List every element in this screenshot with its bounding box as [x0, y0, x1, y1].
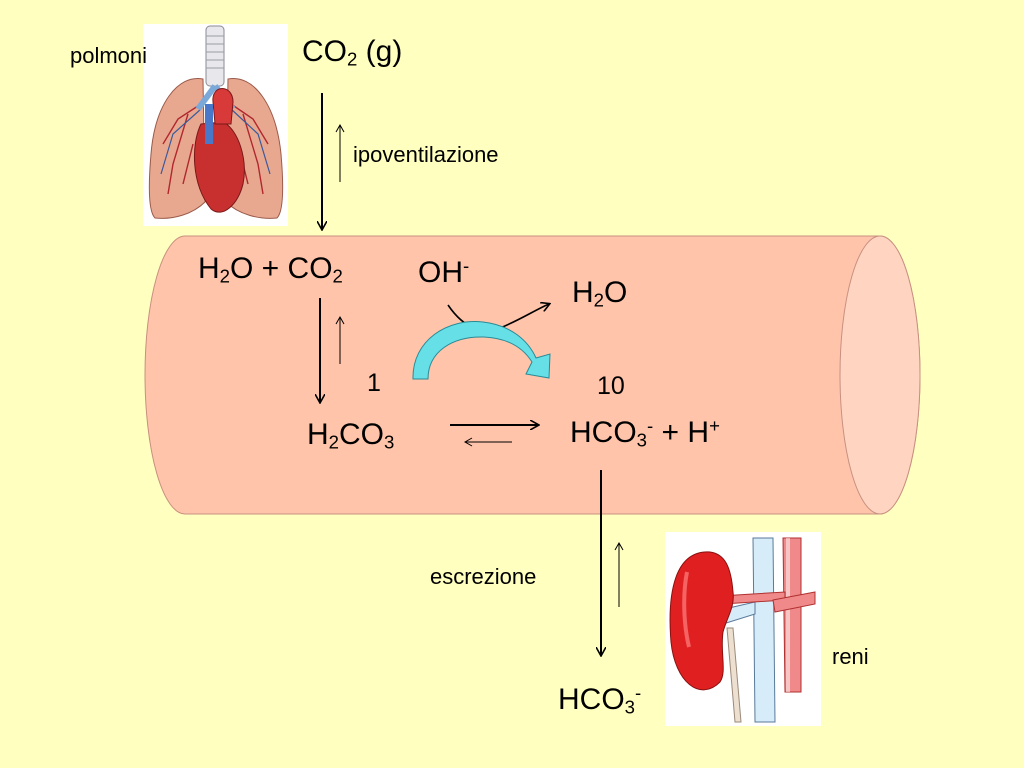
- ratio-left: 1: [367, 369, 381, 397]
- products-label: HCO3- + H+: [570, 414, 720, 451]
- co2-gas-label: CO2 (g): [302, 35, 403, 70]
- hypoventilation-label: ipoventilazione: [353, 142, 499, 167]
- carbonic-acid-label: H2CO3: [307, 418, 395, 453]
- water-label: H2O: [572, 276, 628, 311]
- reactants-label: H2O + CO2: [198, 252, 343, 287]
- kidney-illustration: [665, 532, 821, 726]
- excretion-label: escrezione: [430, 564, 537, 589]
- hydroxide-label: OH-: [418, 254, 470, 289]
- lungs-heart-illustration: [143, 24, 288, 226]
- kidneys-label: reni: [832, 644, 869, 669]
- blood-vessel-end: [839, 235, 921, 515]
- lungs-label: polmoni: [70, 43, 148, 68]
- bicarbonate-out-label: HCO3-: [558, 681, 642, 718]
- ratio-right: 10: [597, 372, 625, 400]
- cyan-curved-arrow: [412, 321, 551, 380]
